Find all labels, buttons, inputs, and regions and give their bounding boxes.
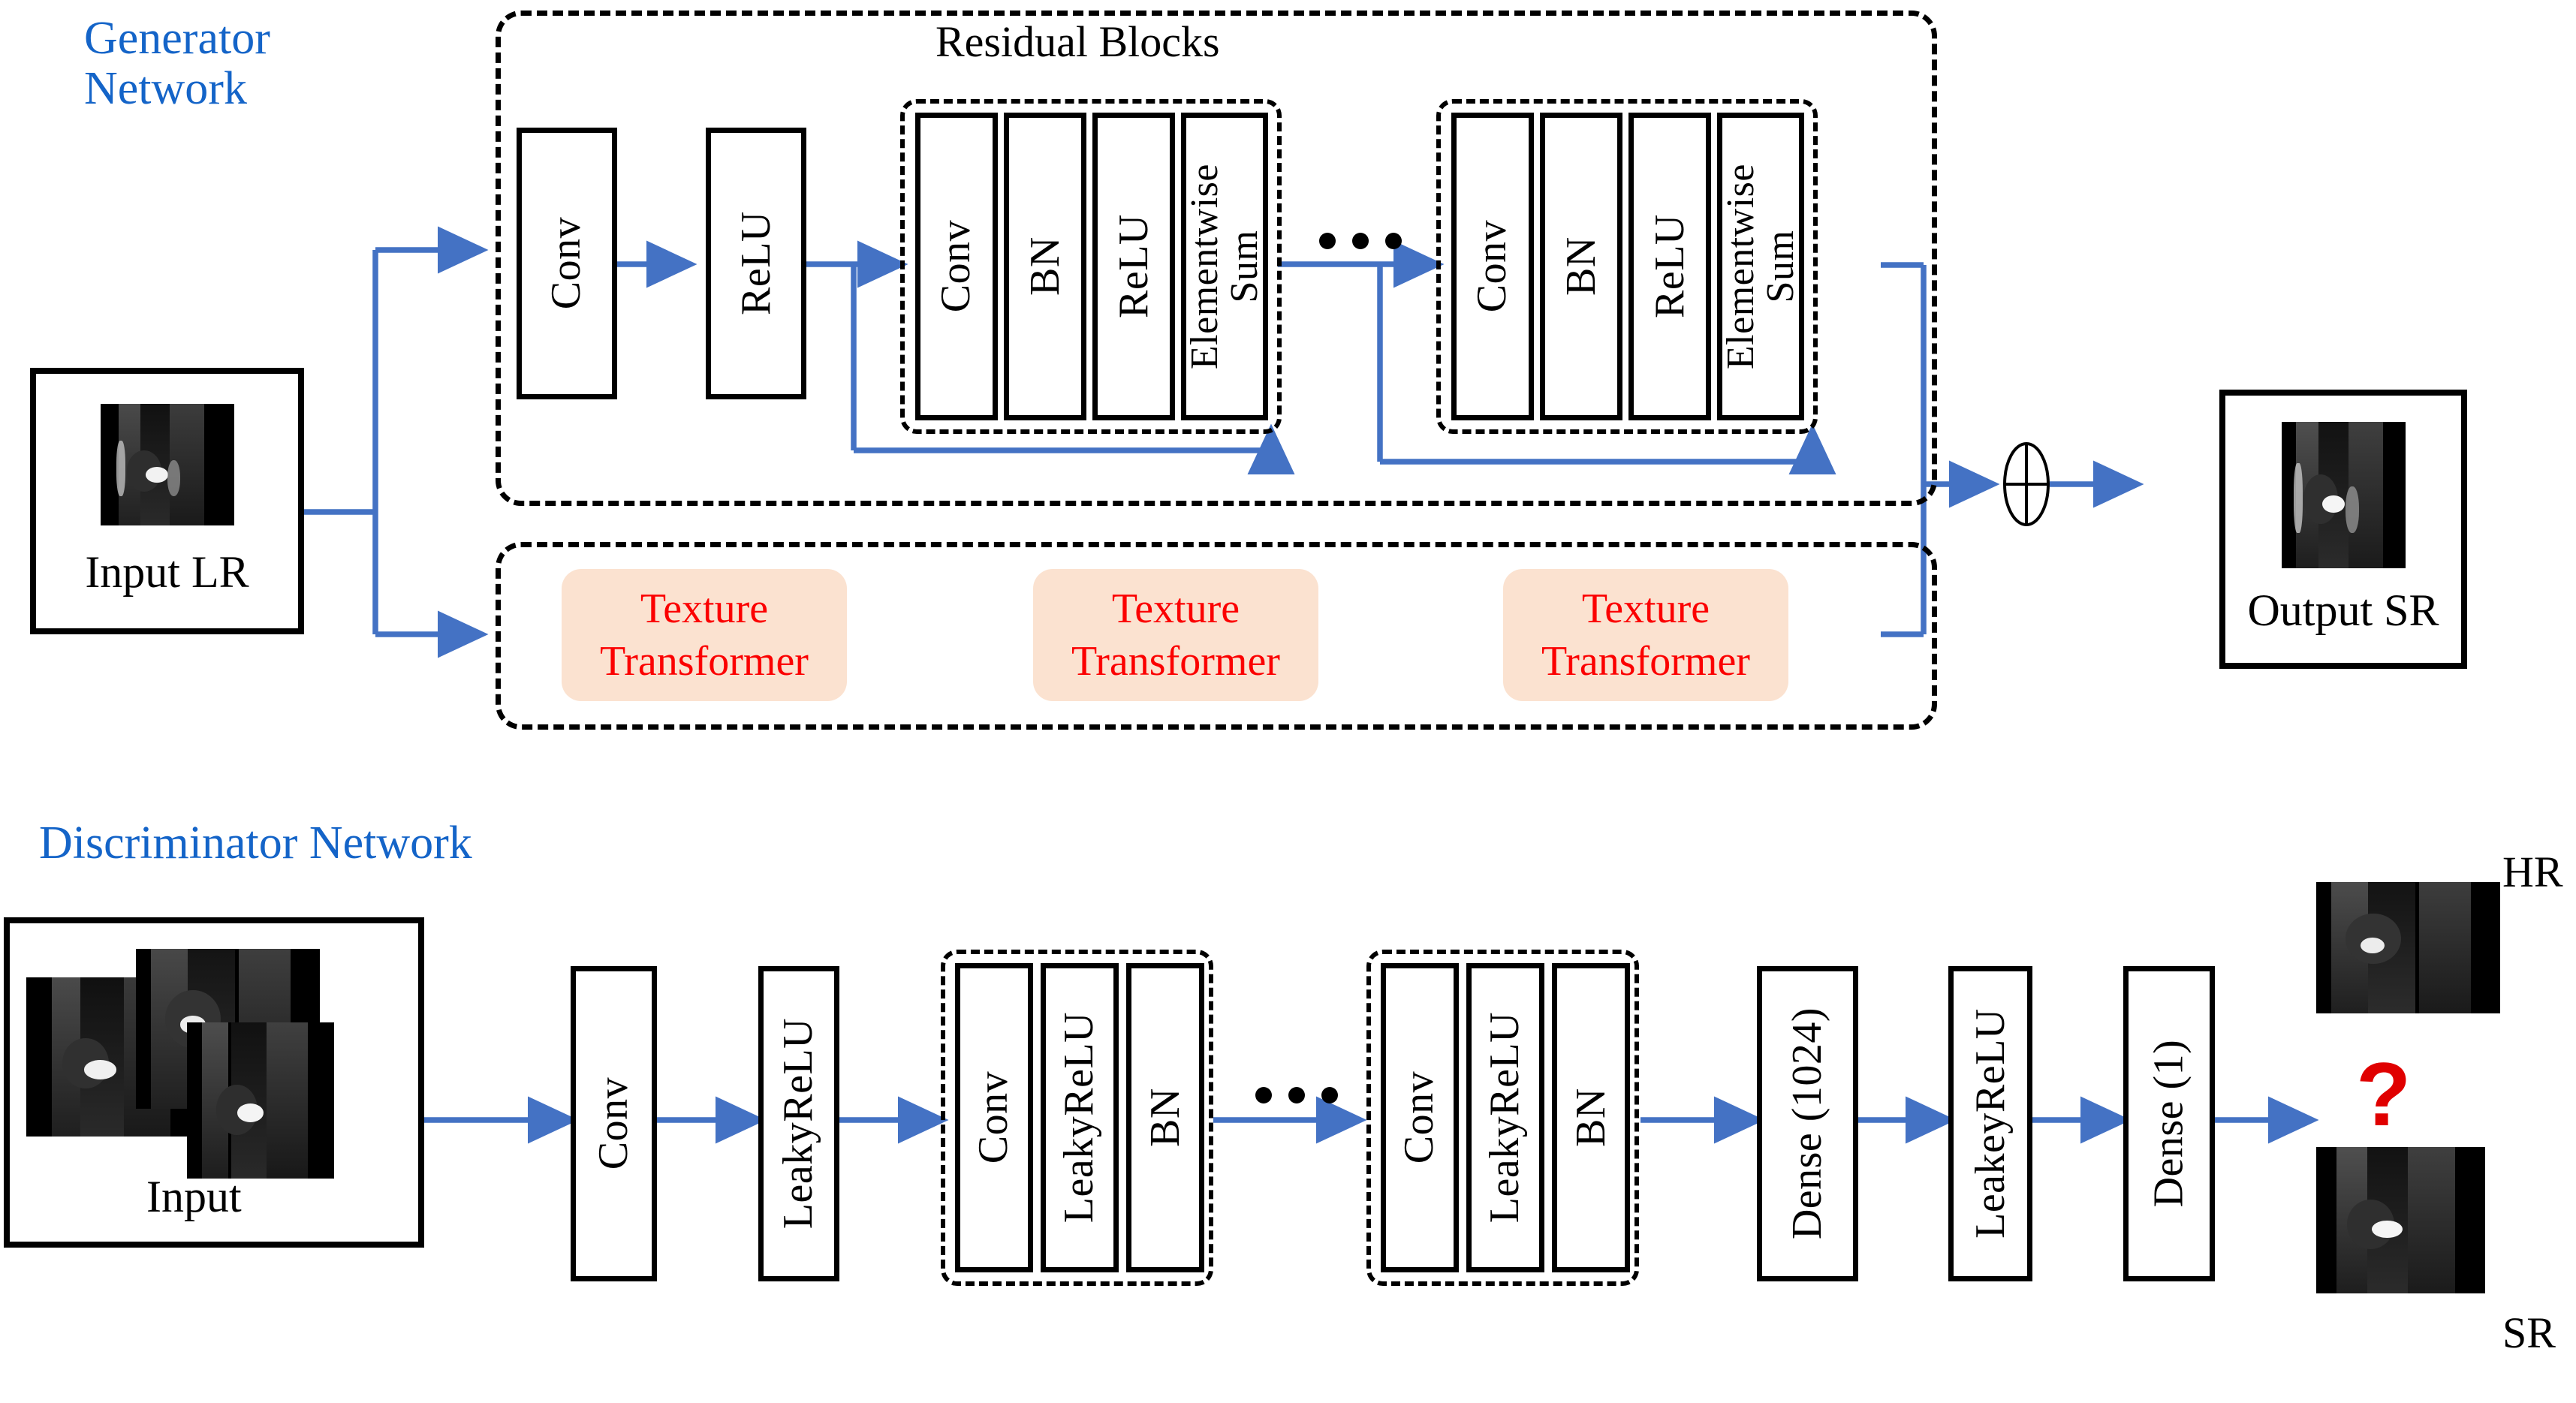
sr-label: SR: [2502, 1308, 2556, 1357]
residual-block-1: [900, 99, 1282, 434]
input-lr-frame: Input LR: [30, 368, 304, 634]
layer-label: Dense (1024): [1783, 1007, 1830, 1240]
layer-label: LeakeyReLU: [1966, 1008, 2014, 1239]
disc-block-1-bn[interactable]: BN: [1126, 963, 1204, 1272]
input-lr-caption: Input LR: [85, 547, 249, 597]
layer-label: LeakyReLU: [1481, 1012, 1529, 1224]
dense-1024-layer[interactable]: Dense (1024): [1757, 966, 1858, 1281]
discriminator-layer-conv[interactable]: Conv: [571, 966, 657, 1281]
layer-label: ReLU: [1110, 214, 1157, 319]
layer-label: Elementwise Sum: [1719, 163, 1802, 370]
texture-transformer-2[interactable]: Texture Transformer: [1033, 569, 1318, 701]
disc-block-2-bn[interactable]: BN: [1552, 963, 1630, 1272]
discriminator-conv-block-2: [1366, 950, 1639, 1286]
output-sr-caption: Output SR: [2247, 586, 2439, 635]
residual-blocks-title: Residual Blocks: [935, 17, 1220, 66]
generator-layer-relu[interactable]: ReLU: [706, 128, 806, 399]
residual-2-layer-relu[interactable]: ReLU: [1628, 113, 1711, 420]
residual-2-layer-bn[interactable]: BN: [1540, 113, 1622, 420]
output-sr-frame: Output SR: [2219, 390, 2467, 669]
layer-label: BN: [1567, 1088, 1614, 1148]
decision-question-mark: ?: [2356, 1044, 2412, 1145]
sr-mri-image: [2316, 1147, 2485, 1293]
residual-2-layer-conv[interactable]: Conv: [1451, 113, 1534, 420]
residual-1-layer-relu[interactable]: ReLU: [1092, 113, 1175, 420]
layer-label: Conv: [589, 1077, 637, 1170]
discriminator-input-frame: Input: [4, 917, 424, 1248]
layer-label: Conv: [932, 220, 980, 313]
layer-label: Dense (1): [2145, 1040, 2192, 1208]
texture-transformer-label: Texture Transformer: [1071, 586, 1280, 685]
discriminator-network-title: Discriminator Network: [39, 817, 472, 869]
hr-label: HR: [2502, 848, 2563, 896]
layer-label: Conv: [543, 217, 590, 310]
discriminator-layer-leakyrelu[interactable]: LeakyReLU: [758, 966, 839, 1281]
generator-layer-conv[interactable]: Conv: [517, 128, 617, 399]
residual-blocks-container: [496, 11, 1937, 506]
discriminator-conv-block-1: [941, 950, 1213, 1286]
layer-label: BN: [1557, 236, 1604, 297]
discriminator-ellipsis-icon: [1255, 1087, 1338, 1103]
texture-transformer-3[interactable]: Texture Transformer: [1503, 569, 1788, 701]
texture-transformer-1[interactable]: Texture Transformer: [562, 569, 847, 701]
layer-label: Conv: [970, 1071, 1017, 1164]
layer-label: Elementwise Sum: [1183, 163, 1266, 370]
residual-2-layer-elementwise-sum[interactable]: Elementwise Sum: [1717, 113, 1804, 420]
layer-label: BN: [1141, 1088, 1189, 1148]
residual-ellipsis-icon: [1319, 233, 1402, 249]
disc-block-2-conv[interactable]: Conv: [1381, 963, 1459, 1272]
texture-transformer-label: Texture Transformer: [600, 586, 809, 685]
input-lr-mri-image: [100, 404, 234, 525]
discriminator-input-caption: Input: [146, 1172, 242, 1221]
layer-label: ReLU: [732, 211, 779, 316]
layer-label: Conv: [1469, 220, 1516, 313]
discriminator-input-mri-3: [187, 1022, 334, 1179]
texture-branch-container: [496, 542, 1937, 730]
layer-label: LeakyReLU: [1056, 1012, 1103, 1224]
dense-leakyrelu-layer[interactable]: LeakeyReLU: [1948, 966, 2032, 1281]
hr-mri-image: [2316, 882, 2500, 1013]
disc-block-1-conv[interactable]: Conv: [955, 963, 1033, 1272]
residual-1-layer-bn[interactable]: BN: [1004, 113, 1086, 420]
output-sr-mri-image: [2281, 422, 2406, 568]
disc-block-1-leakyrelu[interactable]: LeakyReLU: [1041, 963, 1119, 1272]
disc-block-2-leakyrelu[interactable]: LeakyReLU: [1466, 963, 1544, 1272]
layer-label: Conv: [1396, 1071, 1443, 1164]
generator-network-title: Generator Network: [84, 13, 270, 114]
texture-transformer-label: Texture Transformer: [1541, 586, 1750, 685]
layer-label: LeakyReLU: [775, 1018, 822, 1230]
layer-label: BN: [1021, 236, 1068, 297]
layer-label: ReLU: [1646, 214, 1693, 319]
dense-1-layer[interactable]: Dense (1): [2123, 966, 2215, 1281]
residual-1-layer-elementwise-sum[interactable]: Elementwise Sum: [1181, 113, 1268, 420]
residual-1-layer-conv[interactable]: Conv: [915, 113, 998, 420]
residual-block-2: [1436, 99, 1818, 434]
elementwise-add-operator-icon: [2003, 441, 2050, 527]
